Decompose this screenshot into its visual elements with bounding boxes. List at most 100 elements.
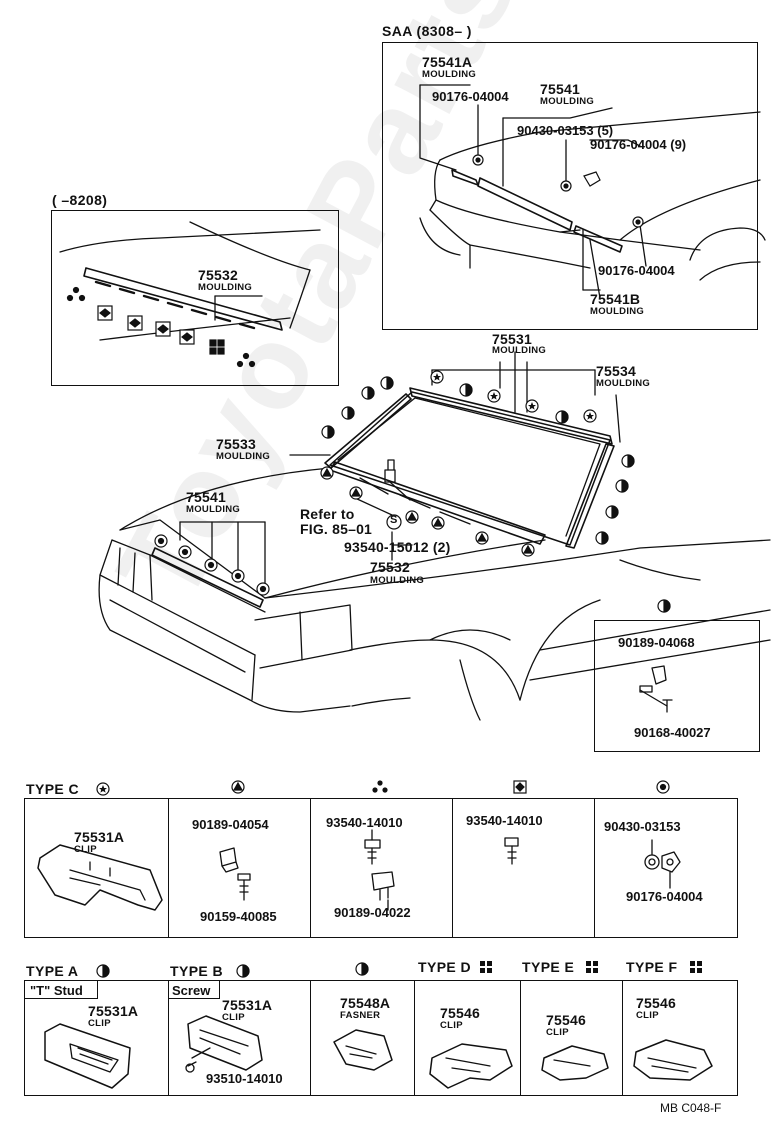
- saa-hood-outline: [439, 111, 761, 161]
- row2-divider: [622, 980, 623, 1096]
- types-row2-box: [24, 980, 738, 1096]
- early-title: ( –8208): [52, 192, 108, 208]
- part-name: MOULDING: [198, 282, 253, 293]
- part-number: 90430-03153: [604, 819, 681, 834]
- type-a-markers: [321, 376, 671, 613]
- ring-markers: [154, 534, 270, 596]
- part-name: CLIP: [546, 1027, 569, 1038]
- part-number: 75546: [636, 995, 676, 1011]
- refer-line-1: Refer to: [300, 506, 355, 522]
- part-number: 90176-04004: [626, 889, 703, 904]
- type-f-header: TYPE F: [626, 959, 678, 975]
- part-number: 75546: [546, 1012, 586, 1028]
- part-number: 90168-40027: [634, 725, 711, 740]
- early-hood-outline: [59, 229, 321, 253]
- part-name: MOULDING: [370, 575, 425, 586]
- part-number: 75532: [370, 559, 410, 575]
- part-number: 75546: [440, 1005, 480, 1021]
- part-name: MOULDING: [590, 306, 645, 317]
- clip-75546-f: [633, 1039, 713, 1081]
- type-e-header: TYPE E: [522, 959, 575, 975]
- part-name: MOULDING: [492, 345, 547, 356]
- early-inset-box: [51, 210, 339, 386]
- clip-75531a-c: [37, 844, 163, 911]
- part-number: 90176-04004: [598, 263, 675, 278]
- saa-title: SAA (8308– ): [382, 23, 472, 39]
- part-number: 93540-14010: [326, 815, 403, 830]
- part-number: 90176-04004: [432, 89, 509, 104]
- moulding-75534: [565, 443, 615, 549]
- clip-75546-e: [541, 1045, 609, 1081]
- clip-75531a-b: [187, 1015, 263, 1071]
- saa-moulding-75541: [477, 177, 573, 231]
- moulding-75533: [324, 393, 412, 469]
- part-number: 75531A: [88, 1003, 139, 1019]
- clip-75546-d: [429, 1043, 513, 1089]
- row1-divider: [310, 798, 311, 938]
- type-d-header: TYPE D: [418, 959, 471, 975]
- part-name: MOULDING: [186, 504, 241, 515]
- part-number: 75531: [492, 331, 532, 347]
- triangle-markers: [320, 466, 535, 557]
- part-name: CLIP: [88, 1018, 111, 1029]
- moulding-75532: [329, 461, 546, 545]
- type-c-markers: [430, 370, 597, 423]
- type-b-header: TYPE B: [170, 963, 223, 979]
- part-name: MOULDING: [422, 69, 477, 80]
- screw-tag: Screw: [172, 983, 211, 998]
- row1-divider: [168, 798, 169, 938]
- hood-outline: [119, 467, 331, 531]
- part-number: 75541A: [422, 54, 473, 70]
- part-name: CLIP: [74, 844, 97, 855]
- part-number: 90176-04004 (9): [590, 137, 687, 152]
- windshield-frame: [329, 391, 611, 546]
- part-number: 90189-04068: [618, 635, 695, 650]
- screw-tag-box: [168, 980, 220, 999]
- saa-moulding-75541b: [573, 225, 623, 253]
- part-number: 93540-14010: [466, 813, 543, 828]
- part-name: CLIP: [440, 1020, 463, 1031]
- part-number: 75541: [540, 81, 580, 97]
- moulding-75531: [409, 387, 613, 445]
- t-stud-tag: "T" Stud: [30, 983, 83, 998]
- t-stud-tag-box: [24, 980, 98, 999]
- part-name: FASNER: [340, 1010, 381, 1021]
- part-number: 75533: [216, 436, 256, 452]
- part-number: 93540-15012 (2): [344, 539, 451, 555]
- type-c-header: TYPE C: [26, 781, 79, 797]
- part-number: 75541: [186, 489, 226, 505]
- part-number: 93510-14010: [206, 1071, 283, 1086]
- part-name: MOULDING: [596, 378, 651, 389]
- row1-divider: [594, 798, 595, 938]
- part-name: MOULDING: [540, 96, 595, 107]
- row2-divider: [520, 980, 521, 1096]
- part-number: 75532: [198, 267, 238, 283]
- row2-divider: [168, 980, 169, 1096]
- row2-divider: [414, 980, 415, 1096]
- part-number: 90189-04022: [334, 905, 411, 920]
- part-number: 75534: [596, 363, 636, 379]
- part-name: CLIP: [222, 1012, 245, 1023]
- type-a-header: TYPE A: [26, 963, 79, 979]
- row2-divider: [310, 980, 311, 1096]
- part-number: 75548A: [340, 995, 391, 1011]
- part-number: 90430-03153 (5): [517, 123, 614, 138]
- row1-divider: [452, 798, 453, 938]
- footer-code: MB C048-F: [660, 1101, 722, 1115]
- part-number: 75541B: [590, 291, 641, 307]
- part-number: 90189-04054: [192, 817, 269, 832]
- saa-inset-box: [382, 42, 758, 330]
- types-row1-box: [24, 798, 738, 938]
- part-number: 75531A: [74, 829, 125, 845]
- screw-symbol: S: [390, 514, 398, 526]
- moulding-75541-main: [151, 547, 264, 608]
- part-number: 75531A: [222, 997, 273, 1013]
- type-a-detail-box: [594, 620, 760, 752]
- fasner-75548a: [333, 1029, 393, 1071]
- part-name: MOULDING: [216, 451, 271, 462]
- part-name: CLIP: [636, 1010, 659, 1021]
- clip-75531a-a: [44, 1023, 131, 1089]
- part-number: 90159-40085: [200, 909, 277, 924]
